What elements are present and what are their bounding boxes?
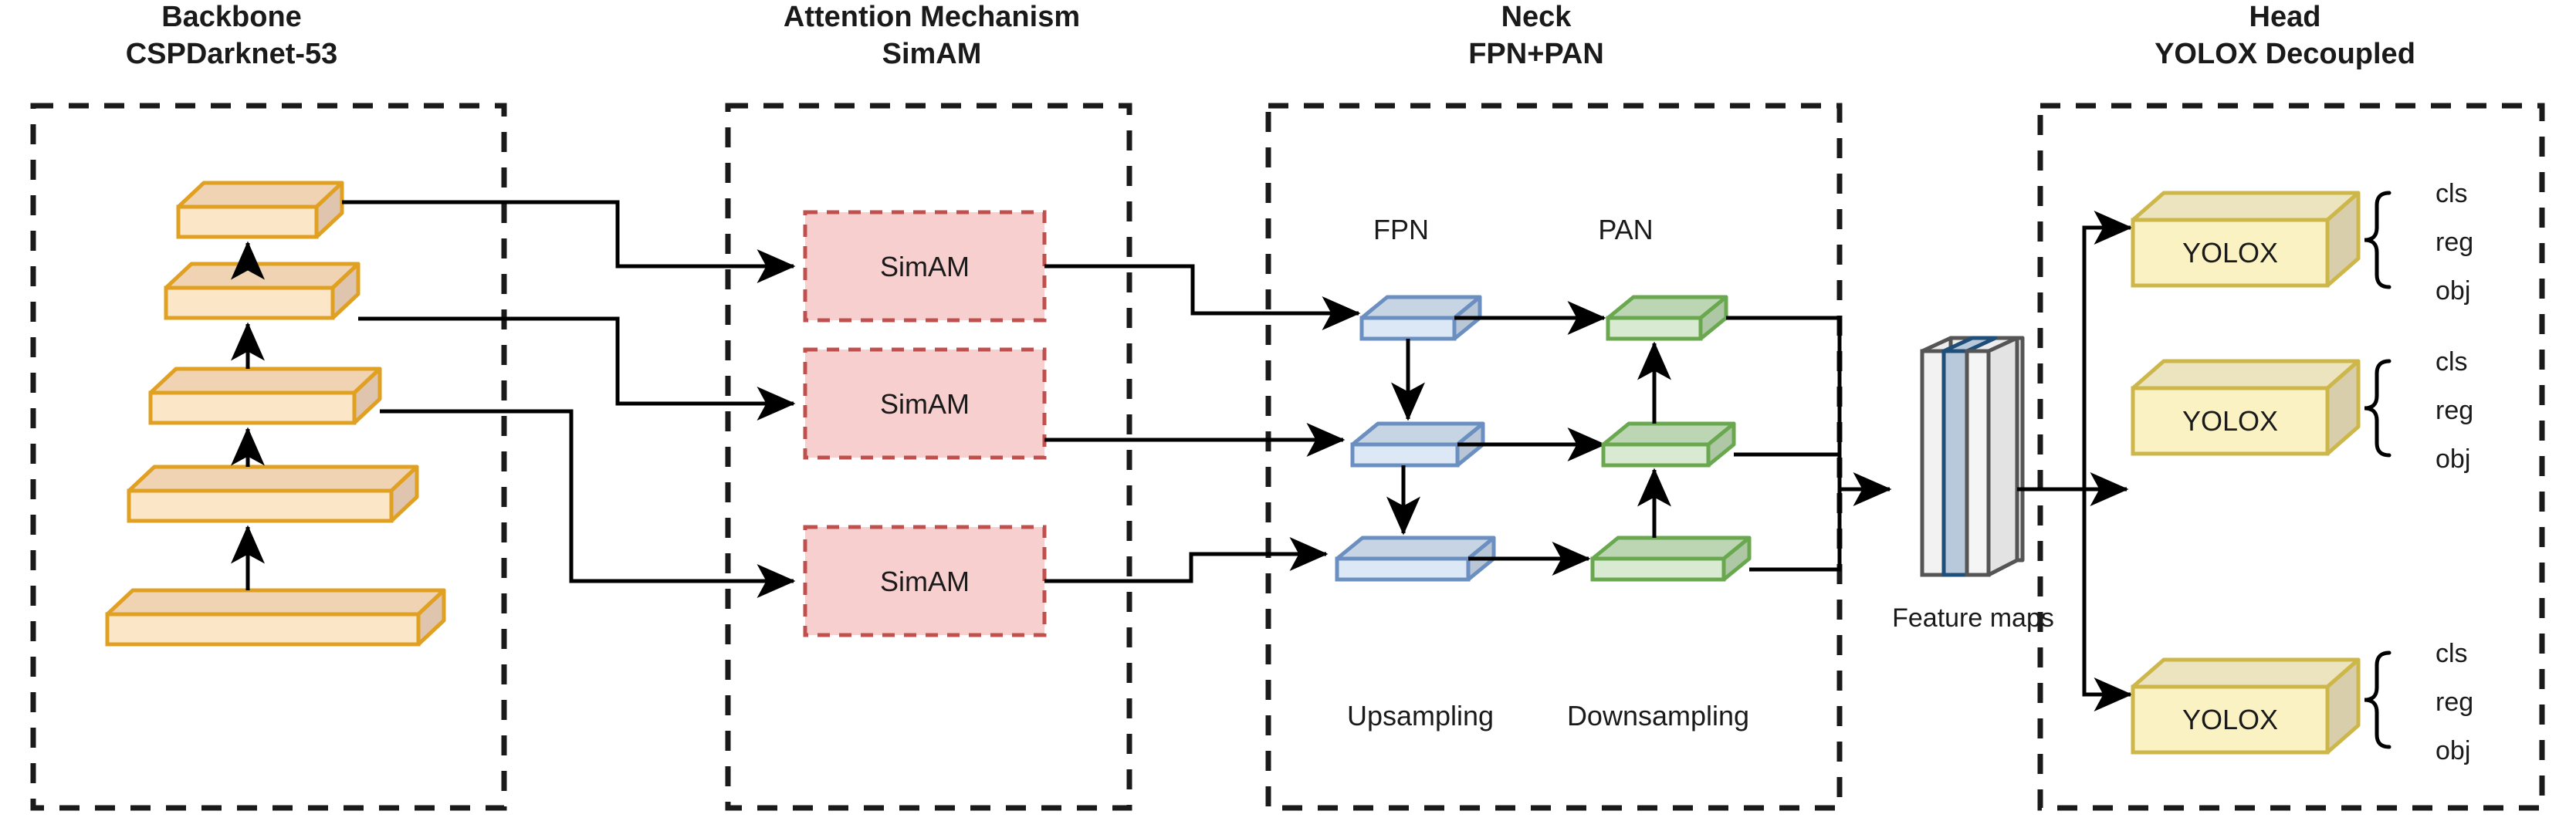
attention-title-line1: Attention Mechanism bbox=[784, 1, 1080, 33]
backbone-block-5 bbox=[105, 588, 446, 647]
head-yolox-block-1[interactable]: YOLOX bbox=[2131, 191, 2361, 288]
head-yolox-1-label: YOLOX bbox=[2182, 237, 2278, 269]
pan-block-1 bbox=[1606, 295, 1728, 341]
attention-group-box bbox=[725, 103, 1132, 811]
head-brace-2 bbox=[2364, 359, 2392, 458]
backbone-block-3 bbox=[148, 367, 382, 425]
pan-block-2 bbox=[1601, 421, 1736, 468]
connector-pan1-to-bus bbox=[1726, 316, 1842, 494]
head-yolox-block-3[interactable]: YOLOX bbox=[2131, 657, 2361, 755]
simam-block-1[interactable]: SimAM bbox=[803, 210, 1047, 323]
head-yolox-2-label: YOLOX bbox=[2182, 405, 2278, 437]
backbone-block-1-top bbox=[176, 181, 344, 209]
head-output-1-cls: cls bbox=[2436, 179, 2468, 208]
backbone-title-line2: CSPDarknet-53 bbox=[126, 38, 338, 70]
head-yolox-1-front[interactable] bbox=[2131, 218, 2330, 288]
backbone-block-3-front bbox=[148, 390, 357, 425]
section-title-attention: Attention Mechanism SimAM bbox=[784, 1, 1080, 70]
pan-label: PAN bbox=[1598, 214, 1653, 245]
head-output-2-reg: reg bbox=[2436, 396, 2473, 425]
fpn-block-1-front bbox=[1359, 316, 1457, 341]
backbone-block-5-top bbox=[105, 588, 446, 617]
head-yolox-3-top bbox=[2131, 657, 2361, 689]
head-yolox-2-front[interactable] bbox=[2131, 386, 2330, 456]
head-output-2-cls: cls bbox=[2436, 347, 2468, 377]
connector-simam1-to-fpn1 bbox=[1044, 264, 1361, 330]
head-brace-1 bbox=[2364, 191, 2392, 289]
connector-simam3-to-fpn3 bbox=[1044, 537, 1329, 583]
fpn-block-2-front bbox=[1350, 442, 1460, 468]
upsampling-label: Upsampling bbox=[1347, 700, 1494, 732]
neck-title-line1: Neck bbox=[1501, 1, 1572, 33]
pan-block-3-front bbox=[1590, 556, 1726, 582]
backbone-block-4-front bbox=[127, 488, 394, 523]
head-output-1-obj: obj bbox=[2436, 276, 2470, 306]
backbone-block-4 bbox=[127, 465, 419, 523]
simam-block-2[interactable]: SimAM bbox=[803, 347, 1047, 460]
simam-block-2-rect[interactable] bbox=[803, 347, 1047, 460]
backbone-group-box bbox=[30, 103, 507, 811]
connector-head-branch-bottom bbox=[2082, 489, 2133, 711]
head-yolox-3-front[interactable] bbox=[2131, 684, 2330, 755]
feature-maps-slice-3-side bbox=[1986, 336, 2019, 577]
connector-backbone3-to-simam3 bbox=[380, 409, 796, 598]
pan-block-2-front bbox=[1601, 442, 1711, 468]
fpn-label: FPN bbox=[1373, 214, 1429, 245]
fpn-block-3 bbox=[1335, 536, 1496, 582]
simam-block-2-label: SimAM bbox=[880, 388, 970, 420]
neck-group-box bbox=[1265, 103, 1843, 811]
head-output-3-reg: reg bbox=[2436, 688, 2473, 717]
head-yolox-2-top bbox=[2131, 359, 2361, 390]
connector-pan3-to-bus bbox=[1749, 494, 1842, 572]
section-title-neck: Neck FPN+PAN bbox=[1468, 1, 1604, 70]
backbone-block-5-front bbox=[105, 612, 421, 647]
backbone-block-3-top bbox=[148, 367, 382, 395]
downsampling-label: Downsampling bbox=[1567, 700, 1749, 732]
connector-head-branch-top bbox=[2082, 211, 2133, 489]
attention-title-line2: SimAM bbox=[882, 38, 982, 70]
feature-maps-slice-2 bbox=[1941, 349, 1969, 577]
feature-maps-slice-1 bbox=[1920, 349, 1946, 577]
simam-block-3[interactable]: SimAM bbox=[803, 525, 1047, 637]
section-title-head: Head YOLOX Decoupled bbox=[2155, 1, 2415, 70]
simam-block-1-label: SimAM bbox=[880, 251, 970, 282]
head-brace-3 bbox=[2364, 650, 2392, 749]
head-output-3-cls: cls bbox=[2436, 639, 2468, 668]
head-output-2-obj: obj bbox=[2436, 444, 2470, 474]
backbone-block-2-front bbox=[164, 286, 335, 320]
backbone-block-1-front bbox=[176, 204, 319, 239]
backbone-block-4-top bbox=[127, 465, 419, 493]
backbone-block-2-top bbox=[164, 262, 361, 290]
head-yolox-block-2[interactable]: YOLOX bbox=[2131, 359, 2361, 456]
head-title-line1: Head bbox=[2249, 1, 2321, 33]
head-output-1-reg: reg bbox=[2436, 228, 2473, 257]
fpn-block-3-front bbox=[1335, 556, 1471, 582]
pan-block-3 bbox=[1590, 536, 1752, 582]
backbone-block-2 bbox=[164, 262, 361, 320]
feature-maps-label: Feature maps bbox=[1892, 603, 2054, 633]
head-yolox-1-top bbox=[2131, 191, 2361, 222]
pan-block-1-front bbox=[1606, 316, 1703, 341]
head-output-3-obj: obj bbox=[2436, 736, 2470, 765]
feature-maps-slice-3 bbox=[1965, 349, 1991, 577]
connector-backbone1-to-simam1 bbox=[342, 200, 796, 283]
neck-title-line2: FPN+PAN bbox=[1468, 38, 1604, 70]
connector-backbone2-to-simam2 bbox=[358, 316, 796, 421]
head-group-box bbox=[2037, 103, 2545, 811]
simam-block-3-label: SimAM bbox=[880, 566, 970, 597]
backbone-title-line1: Backbone bbox=[161, 1, 302, 33]
head-title-line2: YOLOX Decoupled bbox=[2155, 38, 2415, 70]
section-title-backbone: Backbone CSPDarknet-53 bbox=[126, 1, 338, 70]
backbone-block-1 bbox=[176, 181, 344, 239]
head-yolox-3-label: YOLOX bbox=[2182, 704, 2278, 735]
feature-maps-stack bbox=[1920, 336, 2025, 577]
